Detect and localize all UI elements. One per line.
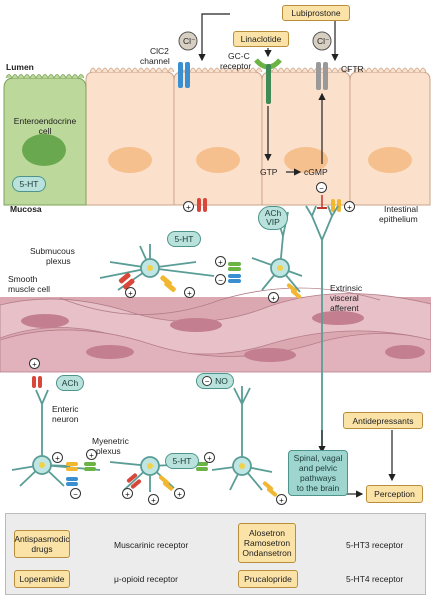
spinal-pathways-box: Spinal, vagal and pelvic pathways to the… (288, 450, 348, 496)
no-text: NO (215, 375, 228, 386)
lubiprostone-box: Lubiprostone (282, 5, 350, 21)
gcc-label-1: GC-C (228, 51, 250, 61)
vip-text: VIP (266, 217, 280, 227)
opioid-label: μ-opioid receptor (114, 574, 178, 584)
plus-sign: + (183, 201, 194, 212)
myenteric-neuron-right (211, 386, 273, 491)
ach-text: ACh (264, 208, 282, 218)
legend-panel (5, 513, 426, 595)
enteric-label-2: neuron (52, 414, 79, 424)
ondansetron-text: Ondansetron (242, 548, 292, 558)
clc2-label-2: channel (140, 56, 170, 66)
no-pill: − NO (196, 373, 234, 389)
plus-sign: + (52, 452, 63, 463)
plus-sign: + (125, 287, 136, 298)
pathways-line-1: Spinal, vagal (293, 453, 343, 463)
pathways-line-4: to the brain (296, 483, 340, 493)
minus-sign: − (70, 488, 81, 499)
antispasmodic-line-1: Antispasmodic (14, 534, 70, 544)
mucosa-label: Mucosa (10, 204, 42, 214)
muscarinic-label: Muscarinic receptor (114, 540, 189, 550)
ht4-label: 5-HT4 receptor (346, 574, 404, 584)
no-minus-sign: − (202, 376, 213, 386)
chloride-left-label: Cl⁻ (183, 36, 196, 46)
antidepressants-box: Antidepressants (343, 412, 423, 429)
clc2-label-1: ClC2 (150, 46, 169, 56)
plus-sign: + (184, 287, 195, 298)
linaclotide-box: Linaclotide (233, 31, 289, 47)
smooth-label-2: muscle cell (8, 284, 51, 294)
gtp-label: GTP (260, 167, 278, 177)
plus-sign: + (215, 256, 226, 267)
perception-box: Perception (366, 485, 423, 503)
extrinsic-label-3: afferent (330, 303, 359, 313)
plus-sign: + (174, 488, 185, 499)
smooth-muscle-layer (0, 287, 431, 373)
epithelium-label-1: Intestinal (384, 204, 419, 214)
myenteric-label-2: plexus (96, 446, 121, 456)
epithelium-label-2: epithelium (379, 214, 418, 224)
enteroendocrine-cell (3, 74, 87, 206)
plus-sign: + (86, 449, 97, 460)
antispasmodic-line-2: drugs (31, 544, 53, 554)
plus-sign: + (29, 358, 40, 369)
plus-sign: + (344, 201, 355, 212)
gcc-receptor (254, 58, 282, 104)
cgmp-label: cGMP (304, 167, 328, 177)
plus-sign: + (268, 292, 279, 303)
muscarinic-receptor-epithelium (197, 198, 207, 212)
pathways-line-2: and pelvic (298, 463, 338, 473)
gcc-label-2: receptor (220, 61, 252, 71)
ht3-receptor-afferent (331, 199, 341, 212)
antispasmodic-box: Antispasmodic drugs (14, 530, 70, 558)
arrow-lubiprostone-clc2 (198, 13, 230, 62)
ht3-label: 5-HT3 receptor (346, 540, 404, 550)
clc2-channel (178, 62, 190, 88)
neuron-receptors (32, 262, 302, 497)
cftr-channel (316, 62, 328, 90)
myenteric-neuron-left (11, 389, 101, 487)
pathways-line-3: pathways (300, 473, 336, 483)
smooth-label-1: Smooth (8, 274, 38, 284)
minus-sign: − (215, 274, 226, 285)
plus-sign: + (122, 488, 133, 499)
enteric-label-1: Enteric (52, 404, 79, 414)
submucous-label-1: Submucous (30, 246, 75, 256)
ach-vip-pill: ACh VIP (258, 206, 288, 230)
alosetron-box: Alosetron Ramosetron Ondansetron (238, 523, 296, 563)
intestinal-epithelium (85, 67, 431, 206)
minus-sign: − (316, 182, 327, 193)
chloride-right-label: Cl⁻ (317, 36, 330, 46)
lumen-label: Lumen (6, 62, 34, 72)
serotonin-enteroendocrine: 5-HT (12, 176, 46, 192)
enteroendocrine-label: Enteroendocrine cell (13, 116, 77, 136)
chloride-ion-right (312, 31, 332, 51)
plus-sign: + (148, 494, 159, 505)
myenteric-neuron-center (109, 456, 197, 492)
cftr-label: CFTR (341, 64, 364, 74)
submucous-label-2: plexus (46, 256, 71, 266)
submucous-neuron-left (99, 244, 215, 291)
prucalopride-box: Prucalopride (238, 570, 298, 588)
ach-myenteric-pill: ACh (56, 375, 84, 391)
serotonin-submucous: 5-HT (167, 231, 201, 247)
loperamide-box: Loperamide (14, 570, 70, 588)
extrinsic-afferent-fibre (305, 205, 339, 455)
chloride-ion-left (178, 31, 198, 51)
extrinsic-label-2: visceral (330, 293, 359, 303)
ramosetron-text: Ramosetron (243, 538, 291, 548)
plus-sign: + (204, 452, 215, 463)
alosetron-text: Alosetron (249, 528, 285, 538)
plus-sign: + (276, 494, 287, 505)
serotonin-myenteric: 5-HT (165, 453, 199, 469)
myenteric-label-1: Myenetric (92, 436, 129, 446)
extrinsic-label-1: Extrinsic (330, 283, 363, 293)
